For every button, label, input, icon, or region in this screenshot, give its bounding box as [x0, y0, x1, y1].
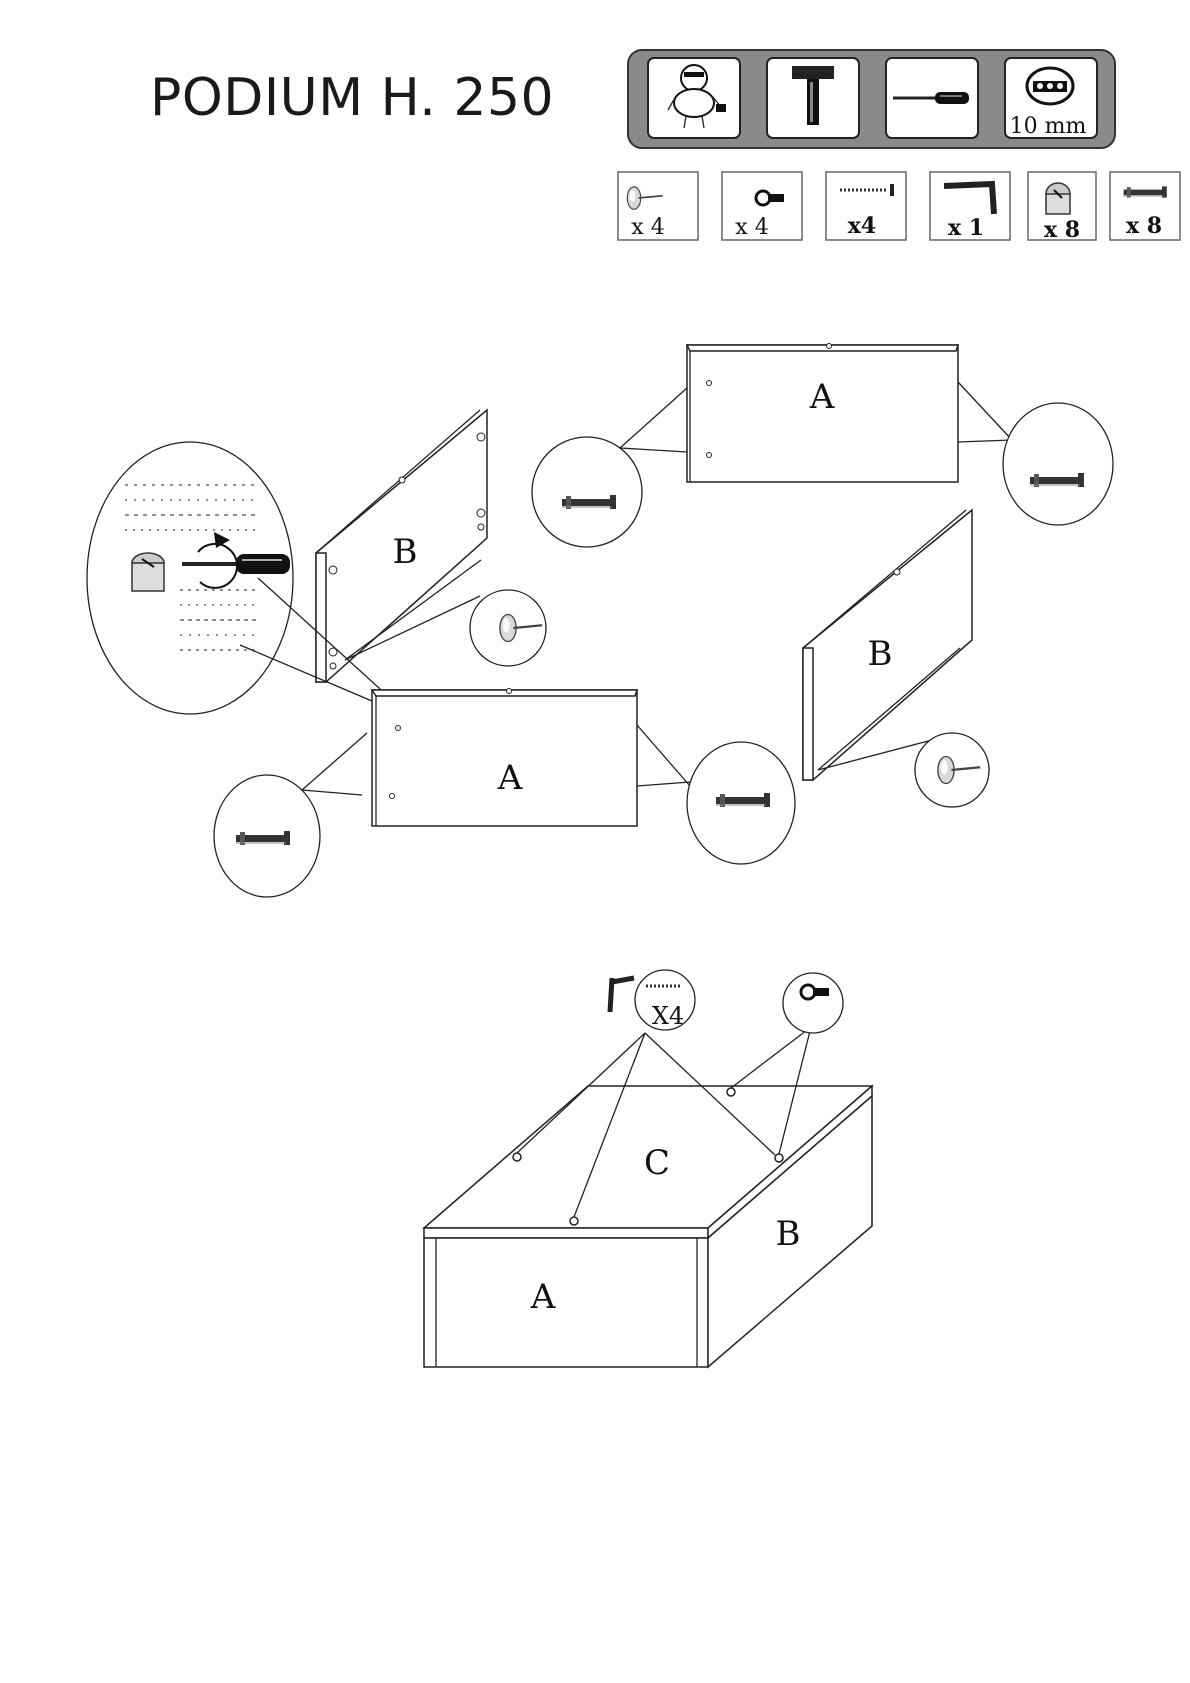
- hardware-item-pin-nail: x 4: [617, 171, 699, 241]
- hardware-qty: x 1: [948, 215, 984, 241]
- hardware-item-bracket: x 1: [929, 171, 1011, 241]
- panel-a-front: A: [423, 1237, 709, 1368]
- hardware-item-cam-bolt: x 8: [1109, 171, 1181, 241]
- page-title: PODIUM H. 250: [150, 68, 555, 128]
- screw-icon: [840, 184, 894, 196]
- panel-label: B: [393, 532, 418, 572]
- hardware-qty: x 4: [735, 215, 768, 240]
- panel-label: A: [809, 377, 835, 417]
- panel-a-top: A: [685, 343, 960, 483]
- hardware-qty: x 4: [631, 215, 664, 240]
- hammer-icon: [792, 66, 834, 125]
- callout-qty: X4: [652, 1002, 684, 1030]
- screw-cap-callout: [782, 972, 844, 1034]
- drill-icon: 10 mm: [1010, 66, 1087, 139]
- hardware-item-screw: x4: [825, 171, 907, 241]
- panel-label: A: [530, 1277, 556, 1317]
- bracket-icon: [943, 180, 997, 215]
- tools-panel: 10 mm: [627, 49, 1116, 149]
- screwdriver-detail-callout: [86, 441, 294, 715]
- hardware-item-screw-cap: x 4: [721, 171, 803, 241]
- drill-size-label: 10 mm: [1010, 114, 1087, 139]
- panel-label: B: [776, 1214, 801, 1254]
- screwdriver-icon: [182, 554, 290, 574]
- panel-a-middle: A: [370, 688, 639, 827]
- hardware-item-cam-lock: x 8: [1027, 171, 1097, 243]
- panel-b-left: B: [315, 408, 488, 683]
- panel-b-right: B: [802, 508, 973, 781]
- panel-label: C: [644, 1143, 670, 1183]
- cam-bolt-detail-callout: [1002, 402, 1114, 526]
- cam-lock-icon: [131, 552, 165, 592]
- cam-bolt-detail-callout: [531, 436, 643, 548]
- exploded-view: A B: [86, 343, 1114, 898]
- hardware-qty: x 8: [1126, 213, 1162, 239]
- bracket-screw-callout: X4: [607, 969, 696, 1031]
- assembler-figure-icon: [667, 64, 726, 129]
- hardware-qty: x 8: [1044, 217, 1080, 243]
- hardware-qty: x4: [848, 213, 876, 239]
- screwdriver-icon: [893, 92, 969, 104]
- panel-label: A: [497, 758, 523, 798]
- panel-label: B: [868, 634, 893, 674]
- cam-lock-icon: [1045, 182, 1071, 215]
- assembled-view: C A B X4: [421, 969, 875, 1369]
- panel-c-top: C: [421, 1084, 875, 1240]
- panel-b-side: B: [707, 1094, 873, 1369]
- hardware-list: x 4 x 4 x4 x 1: [617, 171, 1181, 243]
